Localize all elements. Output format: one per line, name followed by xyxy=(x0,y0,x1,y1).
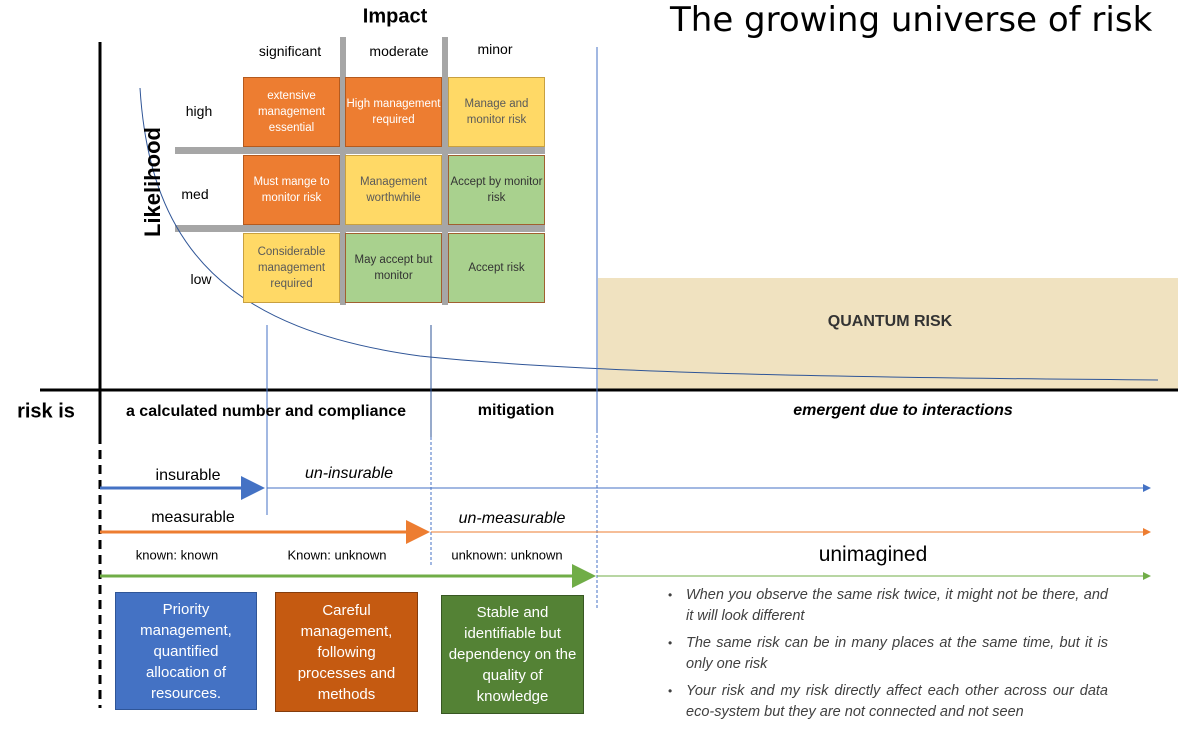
grid-bar-h2 xyxy=(175,225,545,232)
known-unknown-label: Known: unknown xyxy=(287,547,387,563)
emergent-bullets: When you observe the same risk twice, it… xyxy=(666,585,1108,729)
known-known-label: known: known xyxy=(135,547,219,563)
row-low: low xyxy=(190,271,212,287)
column-significant: significant xyxy=(258,43,322,59)
bullet-item: Your risk and my risk directly affect ea… xyxy=(666,681,1108,723)
quantum-risk-area xyxy=(598,278,1178,390)
impact-label: Impact xyxy=(362,5,428,28)
risk-calculated-label: a calculated number and compliance xyxy=(125,403,407,420)
matrix-cell: Must mange to monitor risk xyxy=(243,155,340,225)
priority-management-box: Priority management, quantified allocati… xyxy=(115,592,257,710)
grid-bar-h1 xyxy=(175,147,545,154)
risk-emergent-label: emergent due to interactions xyxy=(793,402,1013,419)
unimagined-label: unimagined xyxy=(818,543,928,566)
column-moderate: moderate xyxy=(369,43,429,59)
risk-is-label: risk is xyxy=(17,400,75,423)
row-high: high xyxy=(185,103,213,119)
measurable-label: measurable xyxy=(151,509,235,526)
column-minor: minor xyxy=(477,41,513,57)
matrix-cell: Manage and monitor risk xyxy=(448,77,545,147)
matrix-cell: High management required xyxy=(345,77,442,147)
likelihood-label: Likelihood xyxy=(140,127,165,237)
bullet-item: The same risk can be in many places at t… xyxy=(666,633,1108,675)
matrix-cell: Management worthwhile xyxy=(345,155,442,225)
stable-identifiable-box: Stable and identifiable but dependency o… xyxy=(441,595,584,714)
grid-bar-v1 xyxy=(340,37,346,305)
row-med: med xyxy=(181,186,209,202)
unknown-unknown-label: unknown: unknown xyxy=(451,547,563,563)
matrix-cell: Considerable management required xyxy=(243,233,340,303)
insurable-label: insurable xyxy=(155,467,221,484)
matrix-cell: extensive management essential xyxy=(243,77,340,147)
risk-mitigation-label: mitigation xyxy=(477,402,555,419)
un-insurable-label: un-insurable xyxy=(304,465,394,482)
risk-curve xyxy=(139,87,1159,381)
matrix-cell: May accept but monitor xyxy=(345,233,442,303)
careful-management-box: Careful management, following processes … xyxy=(275,592,418,712)
grid-bar-v2 xyxy=(442,37,448,305)
matrix-cell: Accept risk xyxy=(448,233,545,303)
page-title: The growing universe of risk xyxy=(670,0,1153,40)
bullet-item: When you observe the same risk twice, it… xyxy=(666,585,1108,627)
matrix-cell: Accept by monitor risk xyxy=(448,155,545,225)
quantum-risk-label: QUANTUM RISK xyxy=(827,313,953,330)
un-measurable-label: un-measurable xyxy=(458,510,566,527)
